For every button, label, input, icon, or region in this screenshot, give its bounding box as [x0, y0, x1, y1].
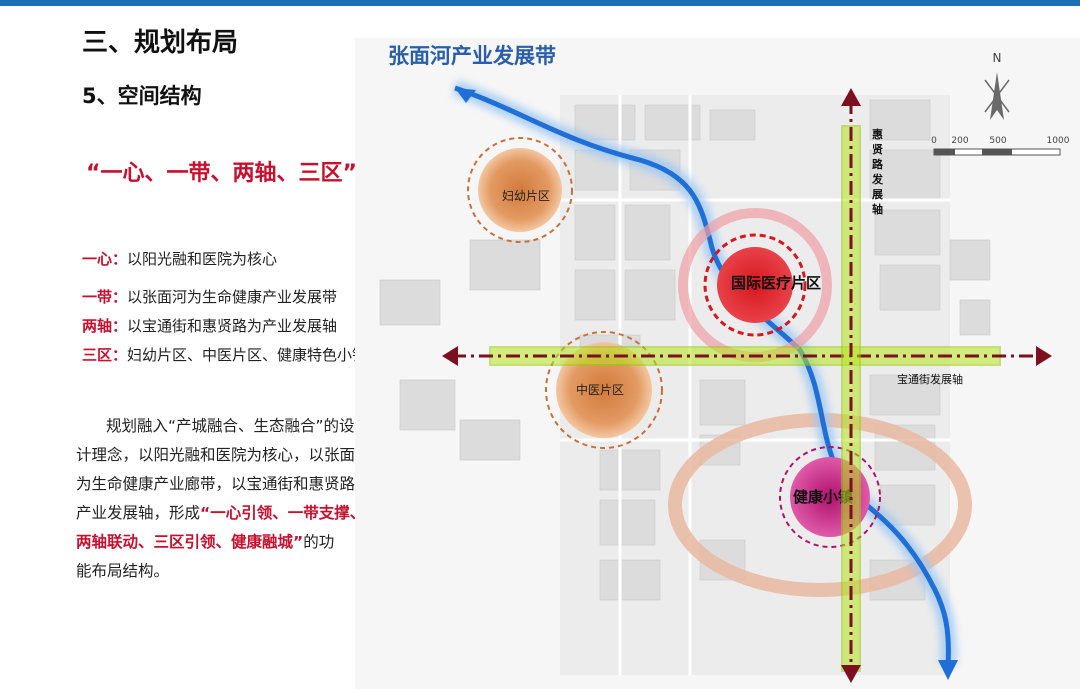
- vertical-axis-label: 惠贤路发展轴: [871, 127, 884, 216]
- definition-key: 三区：: [82, 346, 128, 364]
- definition-item: 三区：妇幼片区、中医片区、健康特色小镇: [82, 344, 367, 365]
- zone-tcm-label: 中医片区: [576, 382, 624, 397]
- north-arrow: [984, 72, 1010, 120]
- slogan: “一心、一带、两轴、三区”: [86, 161, 357, 186]
- zone-town-label: 健康小镇: [793, 488, 853, 506]
- definition-key: 一带：: [82, 288, 128, 306]
- scale-bar: [933, 148, 1061, 156]
- zone-medical-label: 国际医疗片区: [731, 274, 821, 292]
- paragraph-highlight: 两轴联动、三区引领、健康融城”: [76, 533, 304, 551]
- definition-text: 以张面河为生命健康产业发展带: [127, 288, 338, 306]
- paragraph-text: 的功: [303, 533, 335, 551]
- planning-map-canvas: 妇幼片区 中医片区 国际医疗片区 健康小镇: [355, 38, 1080, 689]
- subsection-title: 5、空间结构: [82, 84, 202, 108]
- definition-key: 一心：: [82, 250, 128, 268]
- scale-label: 200: [951, 136, 968, 146]
- paragraph-line: 计理念，以阳光融和医院为核心，以张面河: [76, 446, 371, 464]
- horizontal-axis: [442, 346, 1052, 366]
- paragraph-line: 能布局结构。: [76, 562, 170, 580]
- paragraph-line: 为生命健康产业廊带，以宝通街和惠贤路为: [76, 475, 371, 493]
- paragraph-text: 产业发展轴，形成: [76, 504, 201, 522]
- section-title: 三、规划布局: [82, 28, 239, 58]
- zone-maternal: [467, 137, 573, 243]
- definition-item: 一心：以阳光融和医院为核心: [82, 248, 277, 269]
- paragraph-line: 规划融入“产城融合、生态融合”的设: [106, 417, 355, 435]
- definition-item: 一带：以张面河为生命健康产业发展带: [82, 286, 337, 307]
- scale-label: 1000: [1047, 136, 1070, 146]
- planning-map: 妇幼片区 中医片区 国际医疗片区 健康小镇: [355, 38, 1080, 689]
- paragraph-highlight: “一心引领、一带支撑、: [200, 504, 366, 522]
- north-label: N: [993, 51, 1002, 65]
- definition-key: 两轴：: [82, 317, 128, 335]
- top-accent-bar: [0, 0, 1080, 6]
- river: [452, 80, 958, 680]
- definition-text: 以宝通街和惠贤路为产业发展轴: [127, 317, 338, 335]
- river-label: 张面河产业发展带: [388, 44, 556, 68]
- scale-label: 0: [931, 136, 937, 146]
- scale-label: 500: [989, 136, 1006, 146]
- description-paragraph: 规划融入“产城融合、生态融合”的设 计理念，以阳光融和医院为核心，以张面河 为生…: [76, 412, 402, 586]
- vertical-axis: [841, 88, 861, 683]
- paragraph-line: 两轴联动、三区引领、健康融城”的功: [76, 528, 402, 557]
- definition-text: 妇幼片区、中医片区、健康特色小镇: [127, 346, 368, 364]
- paragraph-line: 产业发展轴，形成“一心引领、一带支撑、: [76, 499, 402, 528]
- horizontal-axis-label: 宝通街发展轴: [897, 372, 963, 386]
- definition-text: 以阳光融和医院为核心: [127, 250, 278, 268]
- definition-item: 两轴：以宝通街和惠贤路为产业发展轴: [82, 315, 337, 336]
- zone-maternal-label: 妇幼片区: [502, 189, 550, 203]
